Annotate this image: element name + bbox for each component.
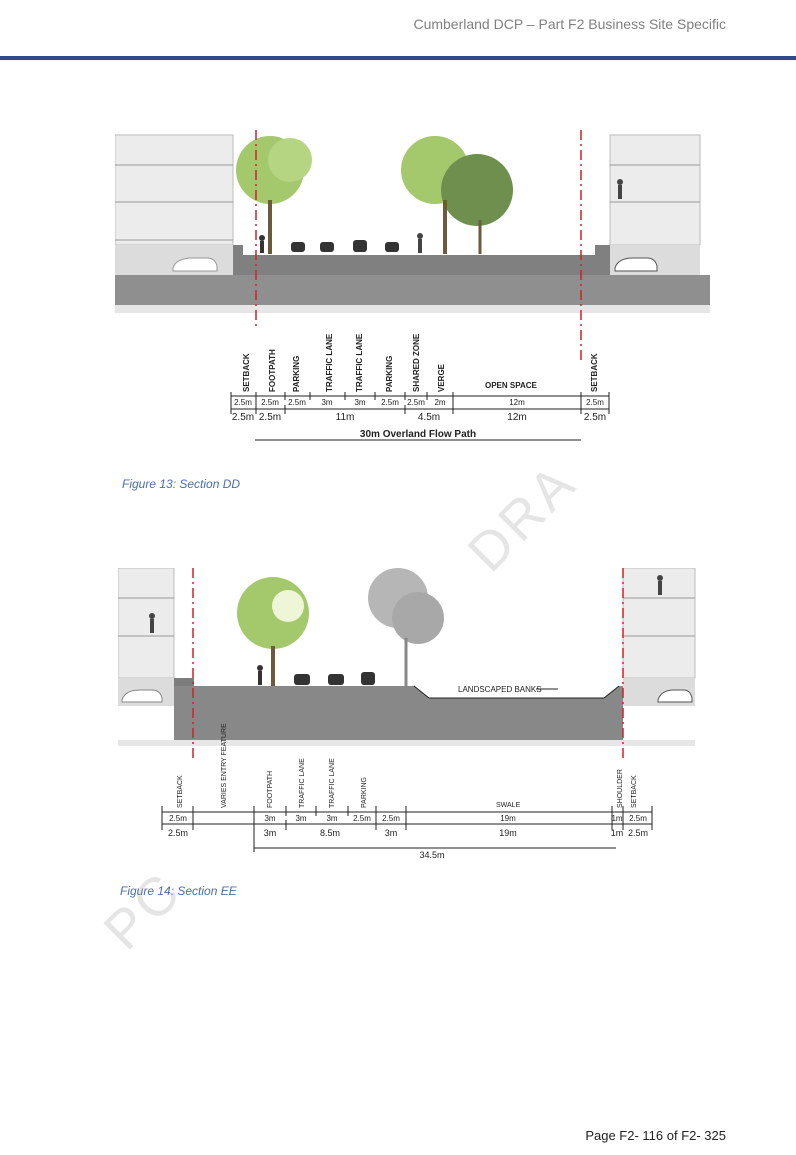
dim-r2-3: 4.5m bbox=[418, 412, 440, 423]
dim-r2-5: 2.5m bbox=[584, 412, 606, 423]
dim-ee-r1-3: 3m bbox=[326, 814, 337, 823]
dim-ee-r1-7: 1m bbox=[611, 814, 622, 823]
figure-13-section-dd: SETBACK FOOTPATH PARKING TRAFFIC LANE TR… bbox=[115, 130, 710, 441]
dim-ee-total: 34.5m bbox=[419, 850, 444, 860]
dim-ee-r2-4: 19m bbox=[499, 828, 517, 838]
label-ee-parking: PARKING bbox=[361, 777, 368, 808]
dim-r1-3: 3m bbox=[321, 398, 332, 407]
label-ee-shoulder: SHOULDER bbox=[617, 769, 624, 808]
label-ee-varies: VARIES ENTRY FEATURE bbox=[221, 723, 228, 808]
label-ee-setback-right: SETBACK bbox=[631, 775, 638, 808]
label-ee-footpath: FOOTPATH bbox=[267, 771, 274, 808]
dim-ee-r1-4: 2.5m bbox=[353, 814, 371, 823]
header-title: Cumberland DCP – Part F2 Business Site S… bbox=[413, 16, 726, 32]
label-landscaped-banks: LANDSCAPED BANKS bbox=[458, 685, 542, 694]
label-traffic-lane-2: TRAFFIC LANE bbox=[355, 333, 364, 392]
dim-ee-r2-6: 2.5m bbox=[628, 828, 648, 838]
label-parking-2: PARKING bbox=[385, 356, 394, 392]
dim-ee-r2-5: 1m bbox=[611, 828, 624, 838]
label-setback-right: SETBACK bbox=[590, 353, 599, 392]
label-ee-traffic-lane-2: TRAFFIC LANE bbox=[329, 758, 336, 808]
dim-r1-2: 2.5m bbox=[288, 398, 306, 407]
dim-ee-r2-3: 3m bbox=[385, 828, 398, 838]
dim-r1-7: 2m bbox=[434, 398, 445, 407]
dim-ee-r2-0: 2.5m bbox=[168, 828, 188, 838]
label-parking-1: PARKING bbox=[292, 356, 301, 392]
dim-r1-6: 2.5m bbox=[407, 398, 425, 407]
dim-ee-r2-1: 3m bbox=[264, 828, 277, 838]
figure-13-caption: Figure 13: Section DD bbox=[122, 477, 241, 491]
label-ee-swale: SWALE bbox=[496, 802, 521, 809]
label-verge: VERGE bbox=[437, 363, 446, 392]
label-shared-zone: SHARED ZONE bbox=[412, 333, 421, 392]
dim-r1-5: 2.5m bbox=[381, 398, 399, 407]
label-setback-left: SETBACK bbox=[242, 353, 251, 392]
dim-r1-4: 3m bbox=[354, 398, 365, 407]
label-open-space: OPEN SPACE bbox=[485, 381, 538, 390]
dim-r2-4: 12m bbox=[507, 412, 526, 423]
header-rule bbox=[0, 56, 796, 60]
label-ee-setback-left: SETBACK bbox=[177, 775, 184, 808]
dim-r2-1: 2.5m bbox=[259, 412, 281, 423]
dim-ee-r1-8: 2.5m bbox=[629, 814, 647, 823]
dim-r1-0: 2.5m bbox=[234, 398, 252, 407]
dim-r2-2: 11m bbox=[336, 412, 355, 423]
dim-ee-r2-2: 8.5m bbox=[320, 828, 340, 838]
watermark-dra: DRA bbox=[456, 451, 589, 584]
figure-14-section-ee: LANDSCAPED BANKS SETBACK VARIES ENTRY FE… bbox=[118, 568, 696, 860]
dim-r2-0: 2.5m bbox=[232, 412, 254, 423]
dim-ee-r1-0: 2.5m bbox=[169, 814, 187, 823]
dim-ee-r1-6: 19m bbox=[500, 814, 516, 823]
dim-total: 30m Overland Flow Path bbox=[360, 429, 476, 440]
dim-r1-8: 12m bbox=[509, 398, 525, 407]
watermark-pc: PC bbox=[92, 860, 194, 962]
dim-r1-1: 2.5m bbox=[261, 398, 279, 407]
dim-ee-r1-5: 2.5m bbox=[382, 814, 400, 823]
dim-ee-r1-1: 3m bbox=[264, 814, 275, 823]
dim-r1-9: 2.5m bbox=[586, 398, 604, 407]
figure-14-caption: Figure 14: Section EE bbox=[120, 884, 237, 898]
label-footpath: FOOTPATH bbox=[268, 349, 277, 392]
label-ee-traffic-lane-1: TRAFFIC LANE bbox=[299, 758, 306, 808]
page-number: Page F2- 116 of F2- 325 bbox=[585, 1128, 726, 1143]
dim-ee-r1-2: 3m bbox=[295, 814, 306, 823]
label-traffic-lane-1: TRAFFIC LANE bbox=[325, 333, 334, 392]
